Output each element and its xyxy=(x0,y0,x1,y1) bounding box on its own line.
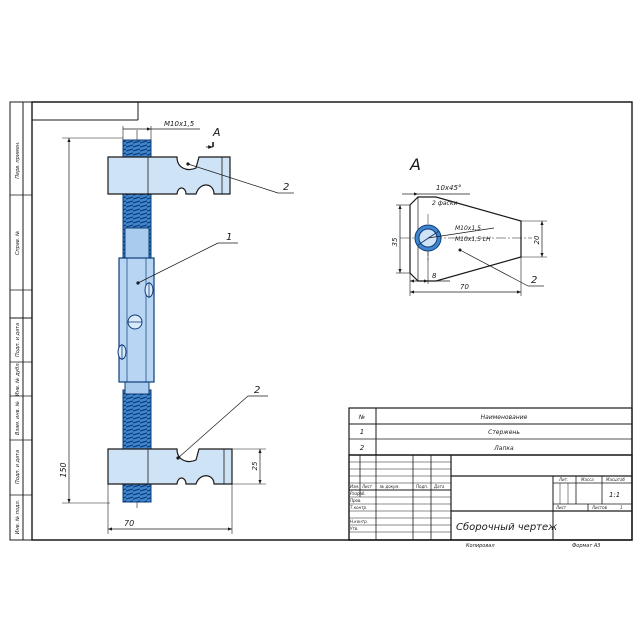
stamp-text: Взам. инв. № xyxy=(15,401,21,435)
side-stamp: Перв. примен. Справ. № Подп. и дата Инв.… xyxy=(9,101,33,541)
detail-thread-1: M10x1,5 xyxy=(455,225,481,232)
dim-height-left: 35 xyxy=(391,237,399,246)
view-marker: A xyxy=(206,126,221,149)
tb-col-header: Лист xyxy=(361,484,373,489)
tb-mass-label: Масса xyxy=(581,477,594,482)
stamp-text: Подп. и дата xyxy=(15,323,21,357)
title-block: Изм. Лист № докум. Подп. Дата Разраб. Пр… xyxy=(348,454,633,549)
parts-row-name: Лапка xyxy=(493,445,514,452)
detail-thread-2: M10x1,5 LH xyxy=(455,236,491,243)
screw-shaft xyxy=(117,130,155,510)
tb-sheets-value: 1 xyxy=(620,505,623,510)
dim-width-bottom: 70 xyxy=(124,519,134,528)
stamp-text: Подп. и дата xyxy=(15,450,21,484)
detail-view-a: A 10x45° 2 фаски M10x1,5 M10x1,5 LH 35 2… xyxy=(391,155,547,296)
dim-thread-top: M10x1,5 xyxy=(164,120,195,128)
tb-lit-label: Лит. xyxy=(558,477,568,482)
dim-clamp-height: 25 xyxy=(251,461,259,470)
stamp-text: Инв. № подл. xyxy=(15,500,21,535)
clamp-top xyxy=(107,156,231,195)
dim-offset: 8 xyxy=(432,272,437,280)
tb-scale-label: Масштаб xyxy=(606,477,626,482)
stamp-text: Перв. примен. xyxy=(15,141,21,179)
tb-col-header: Изм. xyxy=(350,484,359,489)
tb-row-label: Разраб. xyxy=(350,491,366,496)
tb-col-header: № докум. xyxy=(379,484,400,489)
tb-col-header: Подп. xyxy=(416,484,428,489)
tb-copied: Копировал xyxy=(466,543,495,549)
tb-row-label: Пров. xyxy=(350,498,362,503)
callouts: 2 1 2 xyxy=(136,162,294,460)
parts-row-num: 1 xyxy=(360,428,364,436)
tb-doc-title: Сборочный чертеж xyxy=(456,521,557,533)
parts-row-name: Стержень xyxy=(488,429,520,436)
parts-table: № Наименование 1 Стержень 2 Лапка xyxy=(348,407,633,456)
stamp-text: Справ. № xyxy=(15,231,21,255)
dim-height-right: 20 xyxy=(533,235,541,244)
dim-chamfer: 10x45° xyxy=(436,184,461,192)
tb-format: Формат А3 xyxy=(572,543,600,549)
callout-clamp-top: 2 xyxy=(283,182,289,193)
parts-row-num: 2 xyxy=(360,444,365,452)
tb-scale-value: 1:1 xyxy=(609,491,620,499)
dim-height-total: 150 xyxy=(59,462,68,477)
parts-header-num: № xyxy=(358,414,365,421)
main-dimensions: 150 70 25 M10x1,5 xyxy=(59,120,266,534)
tb-sheets-label: Листов xyxy=(591,505,608,510)
tb-col-header: Дата xyxy=(433,484,445,489)
dim-chamfer-note: 2 фаски xyxy=(432,200,457,207)
stamp-text: Инв. № дубл. xyxy=(15,362,21,396)
dim-length: 70 xyxy=(460,283,469,291)
clamp-bottom xyxy=(107,448,233,485)
tb-row-label: Т.контр. xyxy=(350,505,367,510)
detail-view-title: A xyxy=(409,155,421,174)
callout-detail-part: 2 xyxy=(531,275,537,286)
tb-sheet-label: Лист xyxy=(555,505,567,510)
callout-clamp-bottom: 2 xyxy=(254,385,260,396)
view-marker-label: A xyxy=(212,126,221,139)
callout-shaft: 1 xyxy=(226,232,232,243)
thread-lower xyxy=(122,389,152,503)
tb-row-label: Утв. xyxy=(350,526,358,531)
parts-header-name: Наименование xyxy=(481,414,528,421)
tb-row-label: Н.контр. xyxy=(350,519,368,524)
